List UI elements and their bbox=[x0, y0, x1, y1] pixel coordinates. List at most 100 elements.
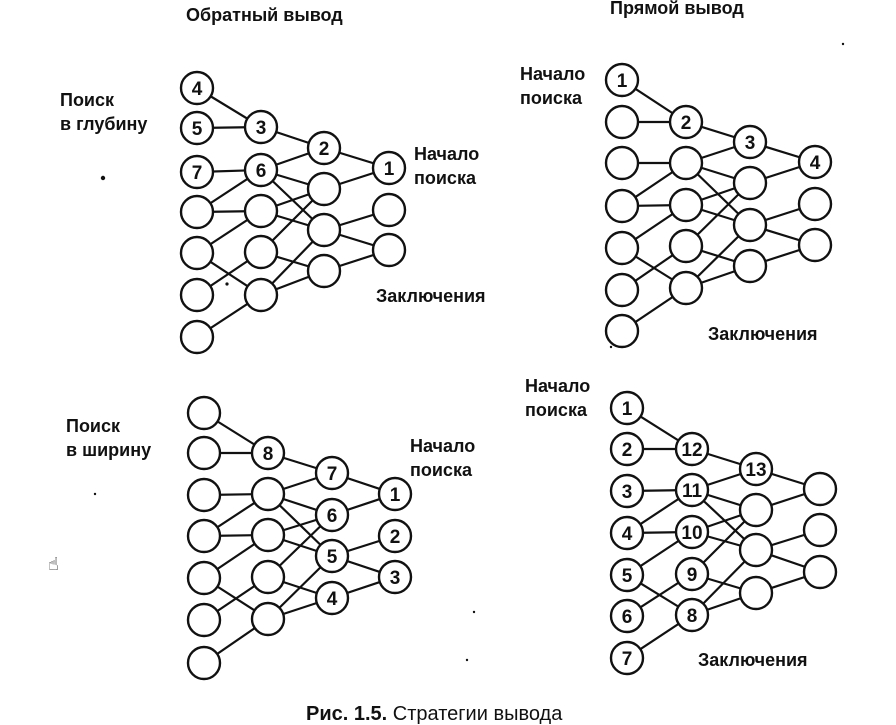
tl-start-label-line2: поиска bbox=[414, 168, 477, 188]
backward-depth-node-label: 3 bbox=[256, 118, 267, 139]
forward-breadth-node-label: 10 bbox=[681, 523, 702, 544]
backward-breadth-node bbox=[186, 645, 222, 681]
forward-breadth-node bbox=[609, 473, 645, 509]
ink-speck bbox=[465, 658, 469, 662]
backward-depth-node bbox=[243, 234, 279, 270]
forward-depth-node bbox=[797, 144, 833, 180]
backward-breadth-node-label: 8 bbox=[263, 444, 274, 465]
backward-depth-node bbox=[306, 253, 342, 289]
backward-breadth-node bbox=[314, 538, 350, 574]
backward-breadth-node-label: 4 bbox=[327, 589, 338, 610]
forward-depth-node-label: 3 bbox=[745, 133, 756, 154]
forward-breadth-node bbox=[738, 575, 774, 611]
br-start-label-line2: поиска bbox=[525, 400, 588, 420]
backward-breadth-node bbox=[186, 602, 222, 638]
backward-breadth-node-label: 1 bbox=[390, 485, 401, 506]
breadth-search-label-line2: в ширину bbox=[66, 440, 151, 460]
backward-breadth-node bbox=[377, 518, 413, 554]
backward-inference-title: Обратный вывод bbox=[186, 5, 343, 25]
forward-depth-node bbox=[668, 228, 704, 264]
backward-breadth-node-label: 6 bbox=[327, 506, 338, 527]
forward-breadth-node bbox=[609, 515, 645, 551]
backward-breadth-node bbox=[377, 476, 413, 512]
depth-search-label-line1: Поиск bbox=[60, 90, 115, 110]
backward-breadth-node-label: 7 bbox=[327, 464, 338, 485]
forward-depth-node-label: 2 bbox=[681, 113, 692, 134]
forward-breadth-node-label: 4 bbox=[622, 524, 633, 545]
tl-start-label-line1: Начало bbox=[414, 144, 479, 164]
backward-depth-node bbox=[179, 235, 215, 271]
backward-depth-node bbox=[179, 319, 215, 355]
forward-depth-node bbox=[797, 227, 833, 263]
forward-breadth-node bbox=[609, 640, 645, 676]
forward-depth-node bbox=[668, 270, 704, 306]
backward-depth-node-label: 4 bbox=[192, 79, 203, 100]
ink-speck bbox=[472, 610, 476, 614]
forward-breadth-node bbox=[674, 597, 710, 633]
backward-breadth-node bbox=[314, 497, 350, 533]
backward-breadth-node bbox=[186, 518, 222, 554]
forward-breadth-node bbox=[674, 514, 710, 550]
forward-breadth-node bbox=[609, 390, 645, 426]
br-conclusions-label: Заключения bbox=[698, 650, 808, 670]
tr-start-label-line2: поиска bbox=[520, 88, 583, 108]
depth-search-label-line2: в глубину bbox=[60, 114, 147, 134]
edges-layer bbox=[196, 79, 821, 664]
forward-breadth-node bbox=[674, 556, 710, 592]
ink-speck bbox=[100, 175, 106, 181]
backward-breadth-node bbox=[186, 435, 222, 471]
ink-speck bbox=[609, 345, 613, 349]
forward-depth-node bbox=[604, 313, 640, 349]
bl-start-label-line1: Начало bbox=[410, 436, 475, 456]
figure-caption-number: Рис. 1.5. bbox=[306, 703, 387, 725]
forward-depth-node bbox=[668, 145, 704, 181]
forward-breadth-node-label: 13 bbox=[745, 460, 766, 481]
backward-depth-node bbox=[179, 277, 215, 313]
forward-breadth-node-label: 1 bbox=[622, 399, 633, 420]
forward-breadth-node-label: 5 bbox=[622, 566, 633, 587]
forward-depth-node bbox=[732, 124, 768, 160]
backward-breadth-node bbox=[250, 517, 286, 553]
forward-depth-node-label: 1 bbox=[617, 71, 628, 92]
backward-depth-node-label: 7 bbox=[192, 163, 203, 184]
backward-breadth-node bbox=[250, 476, 286, 512]
forward-depth-node bbox=[604, 104, 640, 140]
forward-depth-node bbox=[668, 104, 704, 140]
forward-depth-node bbox=[604, 145, 640, 181]
backward-depth-node-label: 1 bbox=[384, 159, 395, 180]
backward-breadth-node bbox=[186, 477, 222, 513]
backward-breadth-node bbox=[250, 559, 286, 595]
backward-depth-node bbox=[243, 277, 279, 313]
backward-depth-node-label: 2 bbox=[319, 139, 330, 160]
backward-breadth-node bbox=[314, 455, 350, 491]
backward-depth-node bbox=[179, 110, 215, 146]
forward-breadth-node bbox=[609, 598, 645, 634]
forward-depth-node bbox=[732, 248, 768, 284]
backward-depth-node bbox=[306, 130, 342, 166]
backward-depth-node-label: 5 bbox=[192, 119, 203, 140]
forward-breadth-node-label: 3 bbox=[622, 482, 633, 503]
forward-depth-node bbox=[668, 187, 704, 223]
tr-conclusions-label: Заключения bbox=[708, 324, 818, 344]
forward-depth-node bbox=[604, 188, 640, 224]
backward-breadth-node-label: 3 bbox=[390, 568, 401, 589]
backward-breadth-node bbox=[314, 580, 350, 616]
backward-breadth-node bbox=[186, 560, 222, 596]
backward-breadth-node bbox=[250, 601, 286, 637]
forward-breadth-node bbox=[609, 557, 645, 593]
forward-depth-node bbox=[732, 165, 768, 201]
backward-depth-node bbox=[371, 192, 407, 228]
forward-breadth-node-label: 12 bbox=[681, 440, 702, 461]
br-start-label-line1: Начало bbox=[525, 376, 590, 396]
bl-start-label-line2: поиска bbox=[410, 460, 473, 480]
forward-depth-node-label: 4 bbox=[810, 153, 821, 174]
backward-breadth-node bbox=[250, 435, 286, 471]
forward-depth-node bbox=[797, 186, 833, 222]
forward-breadth-node bbox=[609, 431, 645, 467]
backward-depth-node-label: 6 bbox=[256, 161, 267, 182]
backward-depth-node bbox=[371, 150, 407, 186]
backward-depth-node bbox=[243, 109, 279, 145]
ink-speck bbox=[93, 492, 97, 496]
forward-breadth-node-label: 2 bbox=[622, 440, 633, 461]
